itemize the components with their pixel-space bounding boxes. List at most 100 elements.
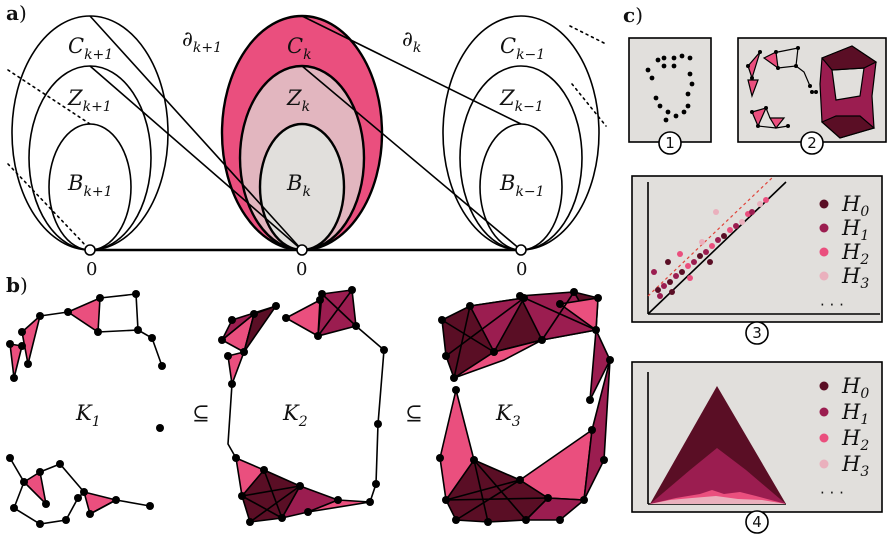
b-sub-right: k−1 [515, 184, 544, 200]
k1-triangle [21, 313, 42, 365]
legend4-h1-sub: 1 [860, 412, 869, 428]
chain-group-right: Ck−1 Zk−1 Bk−1 [442, 15, 600, 251]
svg-text:H1: H1 [841, 400, 869, 428]
z-sub-middle: k [302, 99, 310, 115]
legend4-h3-label: H [841, 452, 861, 476]
svg-text:c): c) [623, 3, 643, 27]
legend4-h3-sub: 3 [860, 464, 869, 480]
b-sub-left: k+1 [83, 184, 112, 200]
zero-label-left: 0 [86, 259, 97, 280]
svg-text:H0: H0 [841, 192, 869, 220]
c-sub-left: k+1 [84, 47, 113, 63]
complex-k2 [220, 289, 385, 523]
c-sub-right: k−1 [516, 47, 545, 63]
k2-simplex [307, 499, 371, 513]
step-4-number: 4 [752, 513, 762, 531]
zero-label-right: 0 [516, 259, 527, 280]
svg-text:H3: H3 [841, 452, 869, 480]
k1-vertices [6, 290, 166, 528]
step-1-box: 1 [628, 37, 712, 155]
z-label-middle: Z [286, 86, 302, 110]
svg-text:Bk: Bk [286, 171, 311, 200]
svg-text:Zk−1: Zk−1 [499, 86, 544, 115]
k3-sub: 3 [512, 414, 521, 430]
b-label-middle: B [286, 171, 302, 195]
panel-b-letter: b [6, 273, 20, 297]
svg-text:H2: H2 [841, 240, 869, 268]
k1-triangle [66, 296, 101, 334]
svg-text:Ck−1: Ck−1 [500, 34, 545, 63]
svg-text:H3: H3 [841, 264, 869, 292]
landscape-h0 [650, 386, 786, 504]
svg-text:∂k+1: ∂k+1 [182, 27, 222, 56]
svg-text:Zk: Zk [286, 86, 310, 115]
legend-h1-label: H [841, 216, 861, 240]
boundary-label-1: ∂ [182, 27, 193, 51]
legend-h0-label: H [841, 192, 861, 216]
k1-triangle [9, 343, 23, 379]
z-label-right: Z [499, 86, 515, 110]
legend-h3-sub: 3 [860, 276, 869, 292]
dotted-guides [7, 25, 607, 249]
svg-text:K2: K2 [282, 401, 308, 430]
legend-h1-sub: 1 [860, 228, 869, 244]
k3-simplex [557, 297, 599, 332]
svg-text:H1: H1 [841, 216, 869, 244]
svg-text:∂k: ∂k [402, 27, 421, 56]
legend4-h1-label: H [841, 400, 861, 424]
svg-text:H2: H2 [841, 426, 869, 454]
b-sub-middle: k [302, 184, 310, 200]
k2-vertices [218, 286, 388, 526]
chain-group-left: Ck+1 Zk+1 Bk+1 [11, 15, 169, 251]
panel-b-paren: ) [20, 273, 28, 297]
panel-c-paren: ) [635, 3, 643, 27]
c-label-middle: C [287, 34, 303, 58]
legend4-h2-sub: 2 [859, 438, 869, 454]
k2-sub: 2 [298, 414, 308, 430]
legend-h0-sub: 0 [860, 204, 869, 220]
zero-node-left [84, 244, 96, 256]
svg-text:Bk+1: Bk+1 [67, 171, 113, 200]
k3-vertices [436, 288, 614, 526]
svg-text:a): a) [6, 1, 27, 25]
k1-triangle [22, 470, 48, 507]
k1-sub: 1 [92, 414, 101, 430]
legend-h2-sub: 2 [859, 252, 869, 268]
svg-text:Ck: Ck [287, 34, 312, 63]
step-3-box: H0 H1 H2 H3 · · · 3 [631, 175, 883, 345]
persistence-points [651, 197, 769, 299]
k2-simplex [243, 304, 279, 353]
z-label-left: Z [67, 86, 83, 110]
z-sub-left: k+1 [83, 99, 112, 115]
svg-text:K1: K1 [75, 401, 101, 430]
step-3-number: 3 [752, 324, 762, 342]
c-label-left: C [68, 34, 84, 58]
panel-a-letter: a [6, 1, 19, 25]
c-label-right: C [500, 34, 516, 58]
z-sub-right: k−1 [515, 99, 544, 115]
legend-step-4: H0 H1 H2 H3 · · · [819, 374, 869, 502]
legend-step-3: H0 H1 H2 H3 · · · [819, 192, 869, 314]
step-2-box: 2 [737, 37, 887, 155]
step-1-number: 1 [665, 134, 675, 152]
svg-text:K3: K3 [495, 401, 521, 430]
legend-ellipsis-4: · · · [820, 484, 844, 502]
svg-text:Ck+1: Ck+1 [68, 34, 113, 63]
landscape-h1 [650, 448, 786, 504]
boundary-label-2: ∂ [402, 27, 413, 51]
legend4-h0-sub: 0 [860, 386, 869, 402]
c-sub-middle: k [303, 47, 311, 63]
subset-symbol-1: ⊆ [192, 401, 210, 425]
svg-text:Zk+1: Zk+1 [67, 86, 112, 115]
panel-a: a) Ck+1 Zk+1 Bk+1 Ck Zk Bk Ck−1 Zk−1 Bk− [6, 1, 607, 280]
k2-label: K [282, 401, 300, 425]
panel-a-paren: ) [19, 1, 27, 25]
boundary-sub-1: k+1 [193, 40, 222, 56]
k3-label: K [495, 401, 513, 425]
zero-node-right [515, 244, 527, 256]
point-cloud [645, 53, 695, 123]
svg-text:b): b) [6, 273, 28, 297]
complex-k3 [439, 291, 611, 523]
subset-symbol-2: ⊆ [405, 401, 423, 425]
